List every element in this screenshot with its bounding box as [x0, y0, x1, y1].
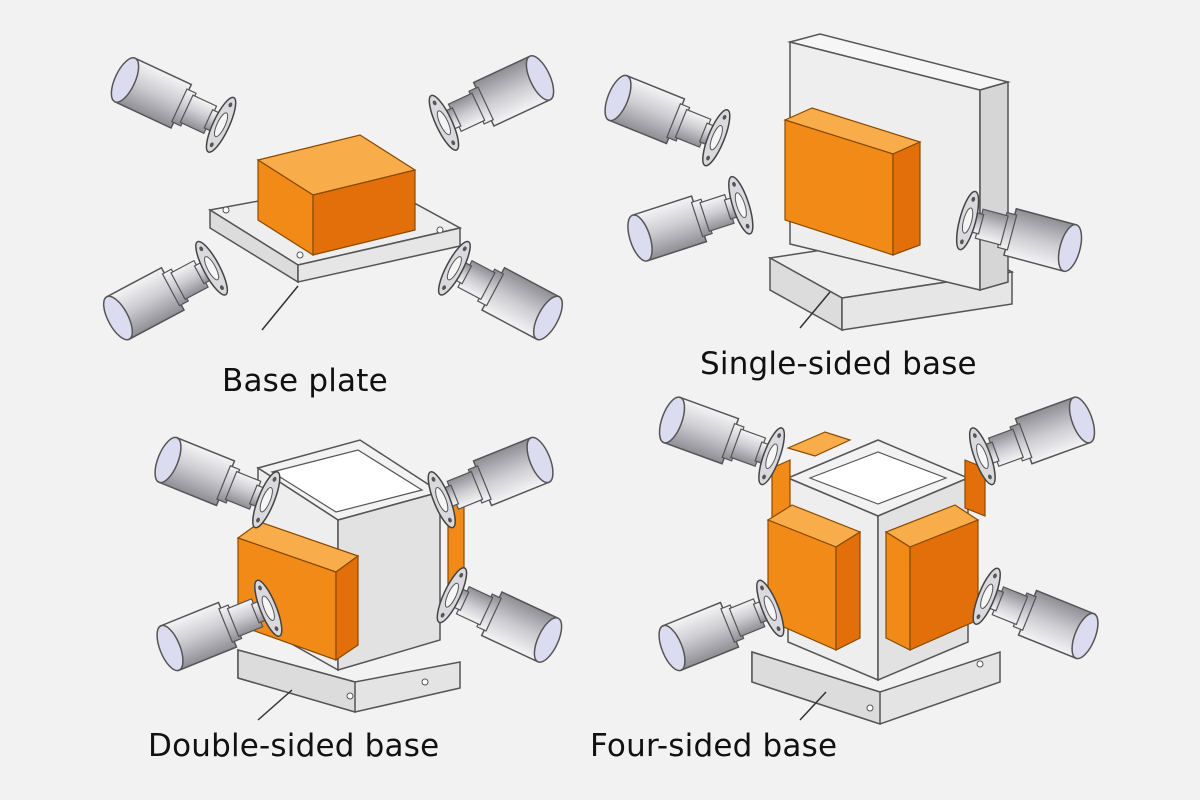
spindle-icon — [94, 237, 234, 350]
workpiece-icon — [771, 431, 986, 519]
leader-line-icon — [799, 291, 831, 329]
workpiece-icon — [256, 134, 417, 257]
spindle-icon — [620, 173, 759, 271]
spindle-icon — [423, 45, 563, 155]
double-sided-panel — [146, 427, 571, 721]
leader-line-icon — [257, 689, 293, 721]
workpiece-icon — [236, 521, 360, 662]
spindle-icon — [431, 563, 571, 673]
single-sided-base-caption: Single-sided base — [700, 346, 977, 382]
spindle-icon — [422, 427, 562, 532]
workpiece-icon — [783, 107, 922, 256]
spindle-icon — [967, 564, 1107, 669]
base-plate-caption: Base plate — [222, 363, 388, 399]
workpiece-icon — [766, 504, 862, 651]
spindle-icon — [963, 387, 1103, 488]
spindle-icon — [651, 387, 791, 488]
four-sided-panel — [650, 387, 1107, 726]
single-sided-panel — [596, 33, 1089, 332]
double-sided-base-caption: Double-sided base — [148, 728, 440, 764]
base-plate-panel — [94, 45, 572, 350]
spindle-icon — [432, 237, 572, 350]
workpiece-icon — [884, 504, 980, 651]
four-sided-base-caption: Four-sided base — [590, 728, 838, 764]
spindle-icon — [596, 65, 736, 170]
leader-line-icon — [261, 285, 299, 331]
leader-line-icon — [799, 691, 827, 721]
spindle-icon — [102, 47, 242, 157]
